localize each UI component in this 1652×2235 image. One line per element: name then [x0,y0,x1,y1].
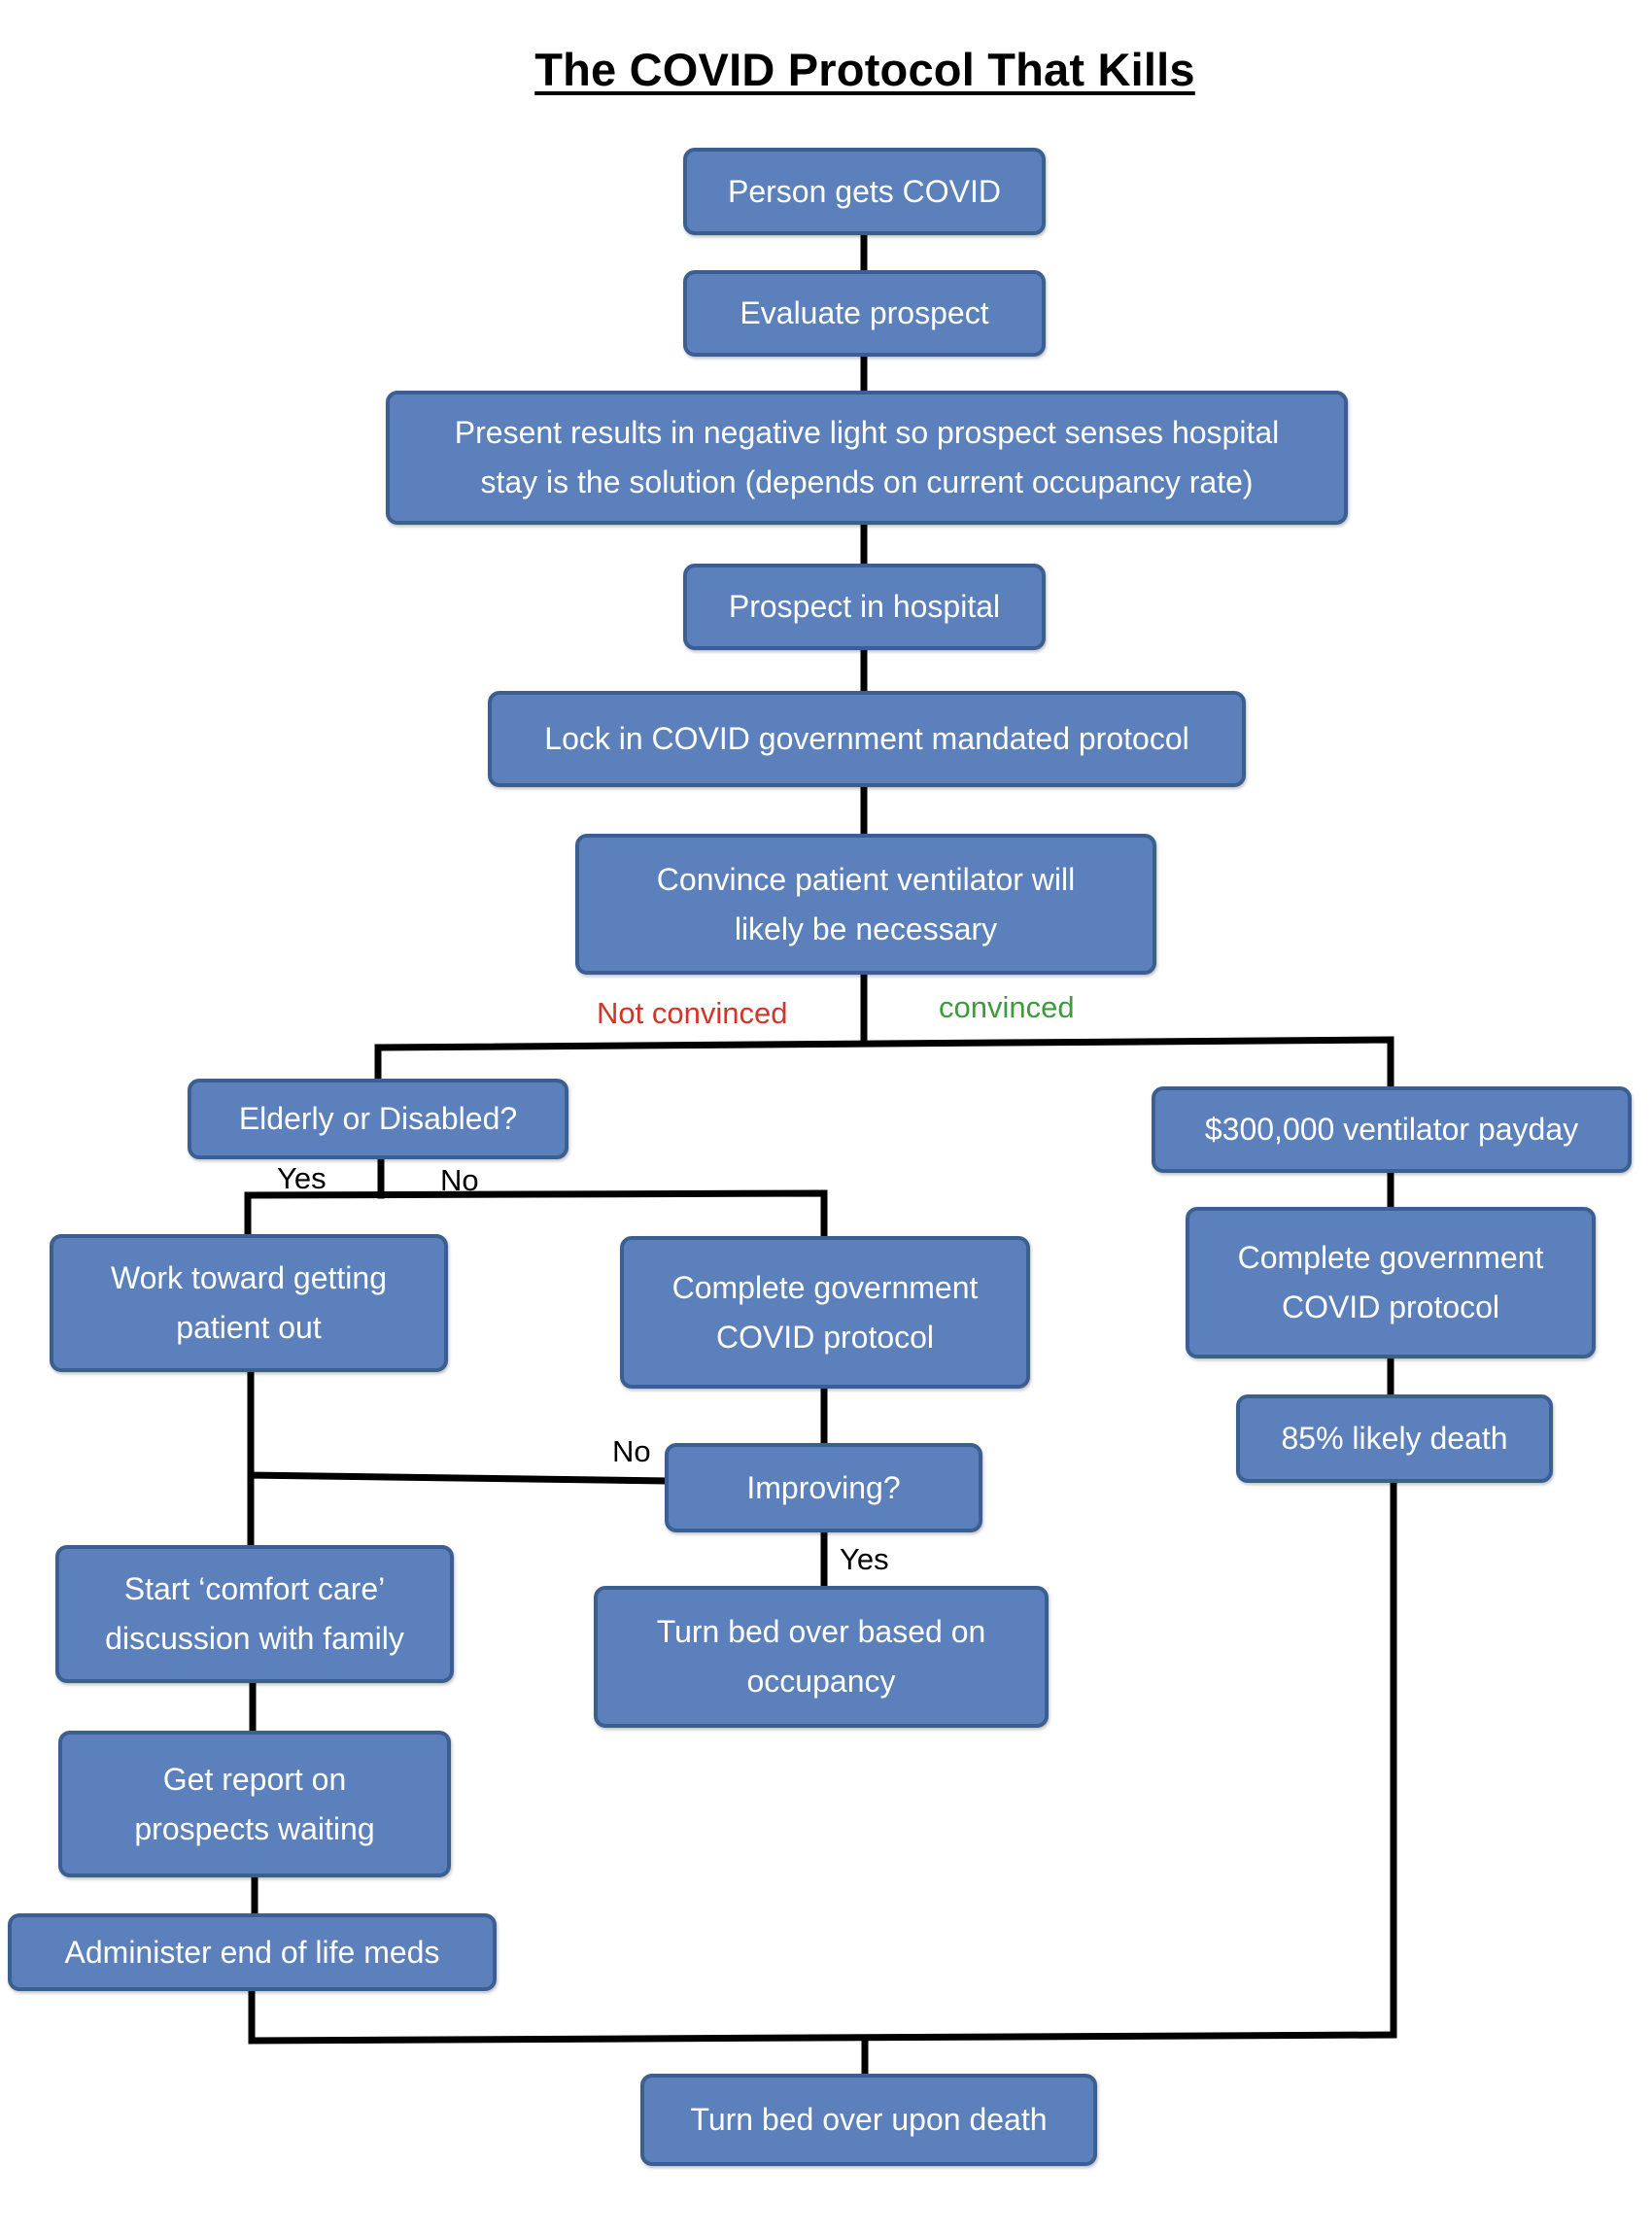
edge-label-no-elderly: No [440,1163,479,1197]
node-lock-in-protocol: Lock in COVID government mandated protoc… [488,691,1246,787]
node-person-gets-covid: Person gets COVID [683,148,1046,235]
page-title: The COVID Protocol That Kills [534,44,1195,95]
elderly-branch-line [244,1189,828,1240]
node-complete-protocol-right: Complete government COVID protocol [1186,1207,1596,1358]
edge-label-no-improving: No [612,1434,651,1468]
edge-label-yes-improving: Yes [840,1542,889,1576]
edge-label-yes-elderly: Yes [277,1161,327,1195]
node-convince-ventilator: Convince patient ventilator will likely … [575,834,1156,975]
no-improving-line [247,1471,671,1485]
node-turn-bed-occupancy: Turn bed over based on occupancy [594,1586,1049,1728]
node-ventilator-payday: $300,000 ventilator payday [1152,1086,1632,1173]
convinced-branch-line [374,1036,1394,1092]
node-elderly-or-disabled: Elderly or Disabled? [188,1079,568,1159]
node-evaluate-prospect: Evaluate prospect [683,270,1046,357]
node-improving: Improving? [665,1443,982,1532]
node-complete-protocol-mid: Complete government COVID protocol [620,1236,1030,1389]
merge-bottom-line [248,1985,1397,2045]
node-turn-bed-death: Turn bed over upon death [640,2074,1097,2166]
node-work-toward-out: Work toward getting patient out [50,1234,448,1372]
node-end-of-life-meds: Administer end of life meds [8,1913,497,1991]
node-comfort-care: Start ‘comfort care’ discussion with fam… [55,1545,454,1683]
edge-label-not-convinced: Not convinced [597,996,788,1030]
node-present-results: Present results in negative light so pro… [386,391,1348,525]
edge-label-convinced: convinced [939,990,1075,1024]
node-prospect-in-hospital: Prospect in hospital [683,564,1046,650]
node-report-prospects: Get report on prospects waiting [58,1731,451,1877]
node-likely-death: 85% likely death [1236,1394,1553,1483]
